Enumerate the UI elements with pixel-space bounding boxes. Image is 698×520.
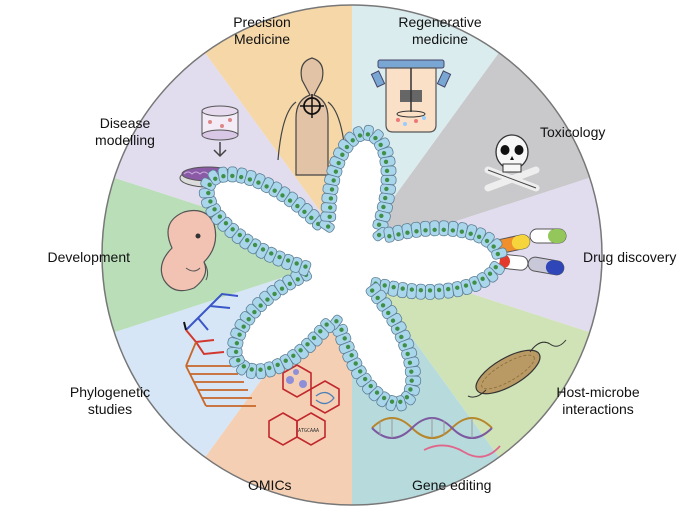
- epithelial-cell: [352, 126, 366, 143]
- pills-capsules-icon: [491, 228, 567, 276]
- omics-sequence-text: ATGCAAA: [298, 428, 319, 434]
- epithelial-cell: [383, 226, 395, 243]
- bacterium-icon: [467, 339, 567, 398]
- epithelial-cell: [465, 224, 478, 241]
- epithelial-cell: [376, 297, 393, 312]
- epithelial-cell: [487, 238, 503, 253]
- epithelial-cell: [376, 391, 391, 408]
- epithelial-cell: [429, 220, 440, 237]
- epithelial-cell: [324, 174, 341, 186]
- segment-regenerative-medicine: [352, 52, 590, 255]
- dna-double-helix-icon: [371, 417, 501, 458]
- epithelial-cell: [344, 131, 360, 147]
- epithelial-cell: [228, 354, 245, 368]
- embryo-icon: [160, 209, 217, 292]
- segment-phylogenetic-studies: [102, 177, 352, 333]
- epithelial-cell: [319, 218, 335, 233]
- epithelial-cell: [400, 390, 416, 406]
- epithelial-cell: [415, 283, 426, 300]
- bioreactor-flask-icon: [370, 59, 452, 133]
- epithelial-cell: [380, 174, 397, 186]
- label-omics: OMICs: [248, 477, 292, 493]
- epithelial-cell: [442, 282, 454, 299]
- epithelial-cell: [207, 169, 222, 186]
- epithelial-cell: [380, 165, 397, 176]
- epithelial-cell: [320, 211, 337, 222]
- epithelial-cell: [404, 366, 421, 377]
- intestinal-organoid: [198, 124, 508, 412]
- label-gene-editing: Gene editing: [412, 477, 492, 493]
- epithelial-cell: [276, 186, 291, 203]
- epithelial-cell: [374, 210, 391, 223]
- skull-crossbones-icon: [484, 134, 540, 192]
- epithelial-cell: [438, 220, 449, 237]
- epithelial-cell: [424, 283, 436, 300]
- label-development: Development: [47, 249, 131, 265]
- epithelial-cell: [326, 165, 343, 178]
- epithelial-cell: [420, 220, 431, 237]
- label-toxicology: Toxicology: [540, 124, 606, 140]
- epithelial-cell: [226, 346, 243, 358]
- epithelial-cell: [369, 129, 384, 145]
- label-drug-discovery: Drug discovery: [583, 249, 677, 265]
- epithelial-cell: [480, 231, 495, 248]
- omics-hexagons-icon: ATGCAAA: [268, 364, 340, 446]
- epithelial-cell: [320, 318, 336, 334]
- epithelial-cell: [322, 183, 339, 195]
- epithelial-cell: [379, 155, 396, 168]
- epithelial-cell: [283, 191, 299, 208]
- epithelial-cell: [378, 192, 395, 204]
- epithelial-cell: [403, 356, 420, 369]
- phylogenetic-tree-icon: [183, 292, 256, 407]
- epithelial-cell: [394, 395, 407, 412]
- epithelial-cell: [320, 202, 337, 213]
- epithelial-cell: [433, 283, 445, 300]
- epithelial-cell: [239, 311, 256, 326]
- epithelial-cell: [405, 375, 422, 386]
- epithelial-cell: [410, 221, 422, 238]
- epithelial-cell: [406, 283, 418, 300]
- epithelial-cell: [227, 337, 244, 349]
- segment-drug-discovery: [352, 255, 590, 458]
- epithelial-cell: [379, 183, 396, 195]
- epithelial-cell: [338, 341, 355, 354]
- epithelial-cell: [263, 361, 276, 378]
- epithelial-cell: [281, 253, 294, 270]
- epithelial-cell: [491, 247, 508, 260]
- wheel-outline: [101, 4, 603, 506]
- epithelial-cell: [396, 282, 409, 299]
- epithelial-cell: [217, 166, 229, 183]
